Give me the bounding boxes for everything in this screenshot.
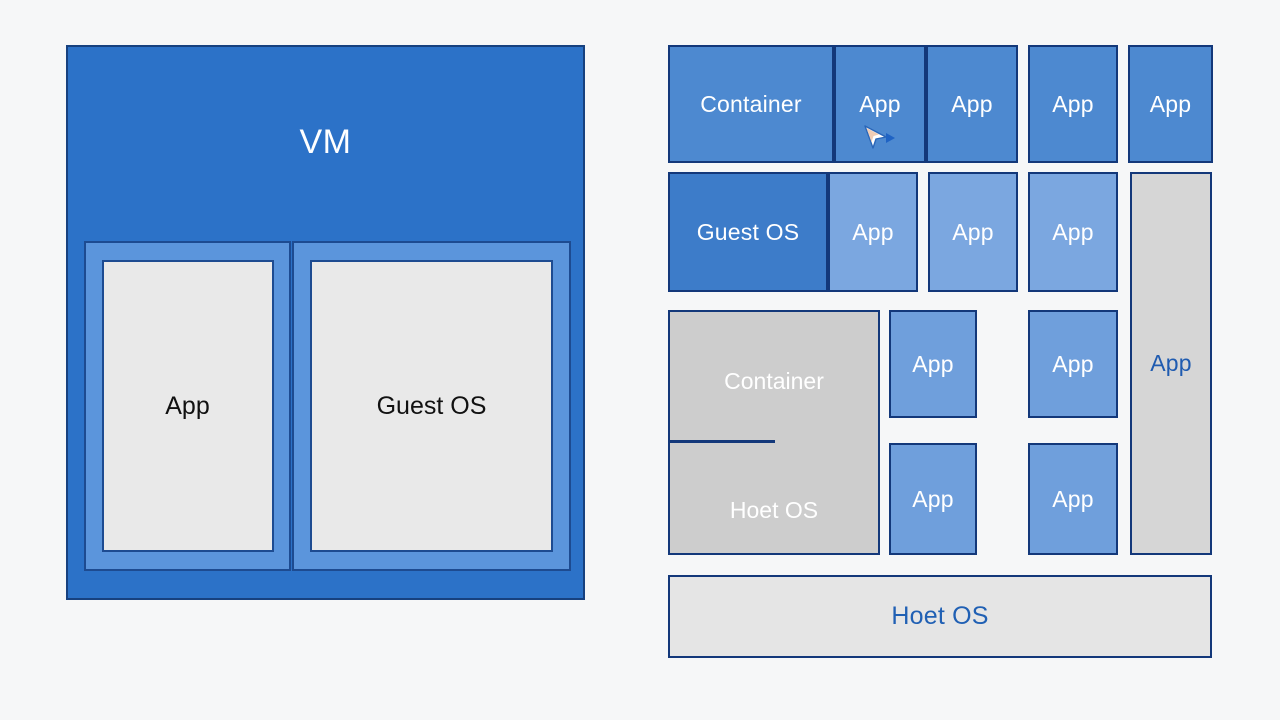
row1-tile-app-1[interactable]: App [834,45,926,163]
container-host-divider [670,440,775,443]
row1-tile-app-4[interactable]: App [1128,45,1213,163]
container-panel: Container App App App App Guest OS App A… [668,45,1213,660]
row1-tile-app-2[interactable]: App [926,45,1018,163]
row3-tile-app-3[interactable]: App [1028,310,1118,418]
row3-host-os-label: Hoet OS [729,497,819,523]
row1-tile-app-3[interactable]: App [1028,45,1118,163]
row2-tile-app-1[interactable]: App [828,172,918,292]
row2-tile-app-3[interactable]: App [1028,172,1118,292]
row3-tile-app-4[interactable]: App [1028,443,1118,555]
row3-container-label: Container [724,368,824,394]
vm-app-label: App [101,260,274,552]
row1-tile-container[interactable]: Container [668,45,834,163]
vm-slot-guest-os[interactable]: Guest OS [292,241,571,571]
vm-slot-app[interactable]: App [84,241,291,571]
vm-panel[interactable]: VM App Guest OS [66,45,585,600]
row3-tile-app-1[interactable]: App [889,310,977,418]
row2-tile-app-2[interactable]: App [928,172,1018,292]
row3-grey-container-block[interactable]: Container Hoet OS [668,310,880,555]
tall-grey-app-tile[interactable]: App [1130,172,1212,555]
row3-tile-app-2[interactable]: App [889,443,977,555]
vm-guest-os-label: Guest OS [310,260,553,552]
row2-tile-guest-os[interactable]: Guest OS [668,172,828,292]
bottom-host-os-bar[interactable]: Hoet OS [668,575,1212,658]
vm-title: VM [299,122,352,161]
